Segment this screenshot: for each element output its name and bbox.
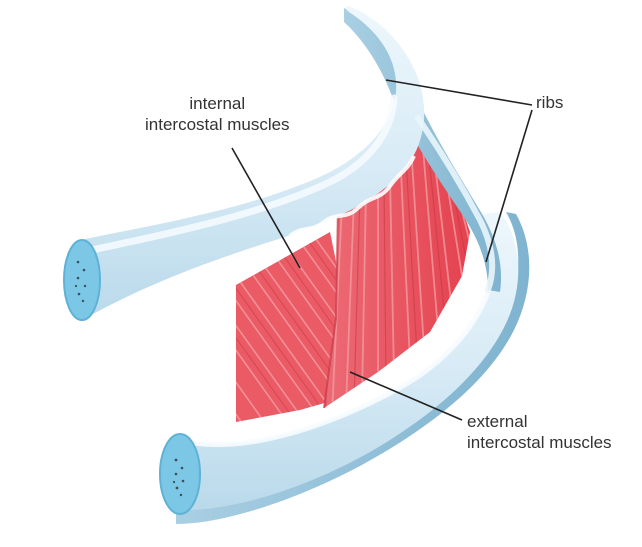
internal-label-line2: intercostal muscles [145,115,290,134]
lower-rib [159,212,530,524]
upper-rib [63,6,502,321]
internal-label-line1: internal [189,94,246,113]
leader-line-ribs-lower [485,109,533,263]
upper-rib-cut-end [64,240,100,320]
leader-lines [231,79,533,421]
internal-intercostal-muscles-label: internal intercostal muscles [145,93,290,135]
external-intercostal-muscles-label: external intercostal muscles [467,411,612,453]
ribs-label: ribs [536,93,564,112]
internal-intercostal-muscle [236,232,346,422]
leader-line-external [349,371,463,421]
external-label-line2: intercostal muscles [467,433,612,452]
leader-line-ribs-upper [385,79,533,106]
external-label-line1: external [467,412,528,431]
lower-rib-cut-end [160,434,200,514]
leader-line-internal [231,147,301,269]
